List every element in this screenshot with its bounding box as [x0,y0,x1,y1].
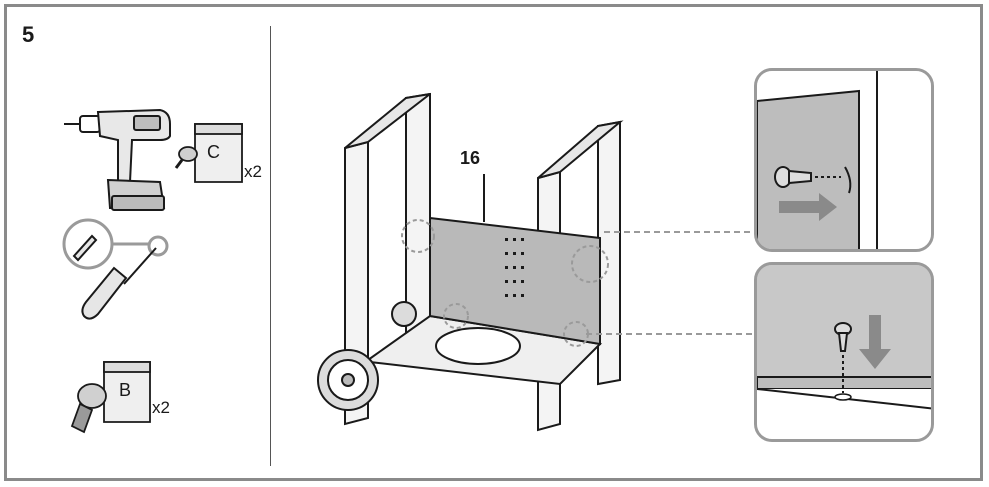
step-number: 5 [22,22,35,47]
bag-c-quantity: x2 [244,162,262,181]
arrow-right-icon [779,193,837,221]
detail-callout-bottom [754,262,934,442]
panel-holes [505,238,524,297]
callout-leaders [586,231,754,335]
bag-b-letter: B [119,380,132,400]
screwdriver-icon [62,218,169,320]
arrow-down-icon [859,315,891,369]
screw-bag-c-icon [174,123,243,183]
part-16-label: 16 [460,148,481,168]
cart-frame [317,92,624,432]
screw-icon [774,166,812,188]
bolt-bag-b-icon [70,361,151,434]
bag-c-letter: C [207,142,220,162]
bag-b-quantity: x2 [152,398,170,417]
detail-callout-side [754,68,934,252]
panel-divider [270,26,271,466]
drill-icon [64,108,171,211]
screw-icon [834,322,852,352]
